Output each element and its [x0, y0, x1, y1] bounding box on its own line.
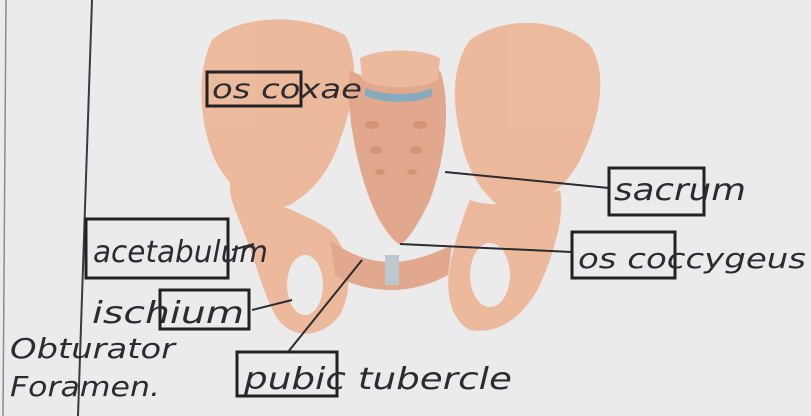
sacral-foramen: [410, 146, 422, 154]
lumbar-vertebra: [360, 51, 440, 88]
sacral-foramen: [413, 121, 427, 129]
sacral-foramen: [375, 169, 385, 175]
left-obturator-foramen: [287, 255, 323, 315]
obturator-foramen-label-line1: Obturator: [10, 332, 177, 365]
sacral-foramen: [365, 121, 379, 129]
os-coxae-label: os coxae: [212, 74, 362, 105]
sacral-foramen: [407, 169, 417, 175]
acetabulum-label: acetabulum: [93, 235, 268, 270]
right-obturator-foramen: [470, 243, 510, 307]
sacral-foramen: [370, 146, 382, 154]
ischium-label: ischium: [92, 296, 244, 331]
obturator-foramen-label-line2: Foramen.: [10, 370, 160, 403]
pubic-tubercle-label: pubic tubercle: [243, 362, 512, 397]
pubic-symphysis: [385, 255, 399, 285]
os-coccygeus-label: os coccygeus: [578, 242, 806, 275]
sacrum-label: sacrum: [614, 173, 746, 208]
